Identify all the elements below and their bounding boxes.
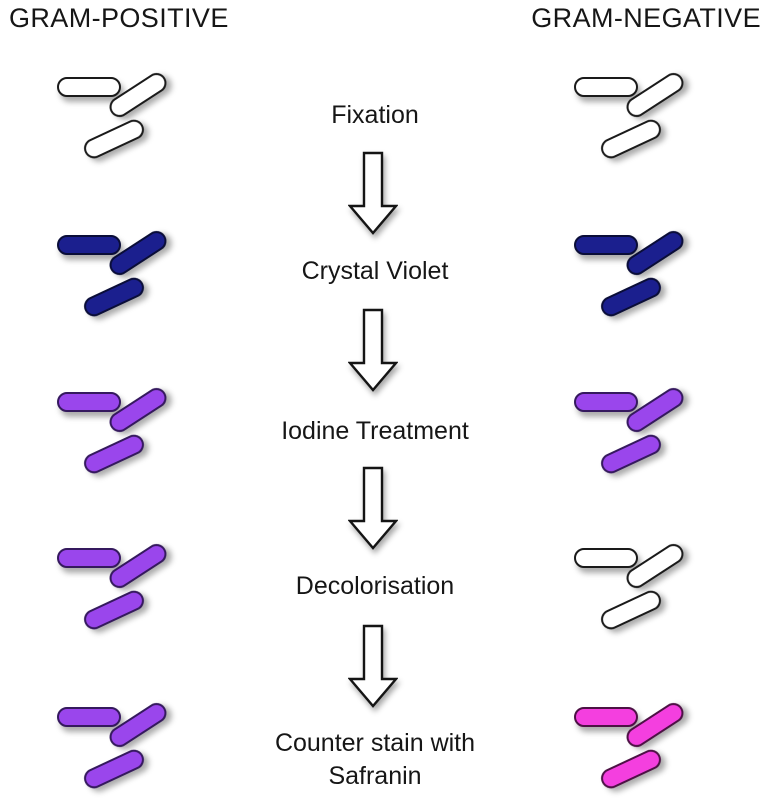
bacterium-rod [597, 431, 665, 477]
bacterium-rod [597, 116, 665, 162]
bacterium-rod [57, 392, 121, 412]
bacterium-rod [80, 116, 148, 162]
bacterium-rod [57, 77, 121, 97]
column-title-gram-positive: GRAM-POSITIVE [9, 3, 229, 33]
bacterium-rod [57, 548, 121, 568]
bacterium-rod [574, 235, 638, 255]
bacterium-rod [597, 274, 665, 320]
step-label-decolorisation: Decolorisation [295, 572, 455, 600]
bacteria-gram-negative-crystal-violet [574, 227, 688, 320]
bacteria-gram-negative-iodine [574, 384, 688, 477]
bacteria-gram-positive-iodine [57, 384, 171, 477]
bacterium-rod [80, 587, 148, 633]
down-arrow-icon [348, 308, 398, 392]
bacterium-rod [57, 707, 121, 727]
bacterium-rod [574, 392, 638, 412]
down-arrow-icon [348, 466, 398, 550]
bacterium-rod [574, 548, 638, 568]
bacteria-gram-negative-decolorisation [574, 540, 688, 633]
bacterium-rod [80, 274, 148, 320]
bacteria-gram-positive-decolorisation [57, 540, 171, 633]
bacteria-gram-negative-fixation [574, 69, 688, 162]
step-label-counter-stain-safranin: Counter stain with Safranin [274, 729, 476, 790]
bacteria-gram-positive-crystal-violet [57, 227, 171, 320]
bacterium-rod [597, 587, 665, 633]
step-label-fixation: Fixation [331, 101, 419, 129]
bacterium-rod [57, 235, 121, 255]
bacterium-rod [597, 746, 665, 792]
column-title-gram-negative: GRAM-NEGATIVE [531, 3, 761, 33]
step-label-crystal-violet: Crystal Violet [301, 257, 449, 285]
down-arrow-icon [348, 151, 398, 235]
bacterium-rod [80, 746, 148, 792]
bacteria-gram-positive-safranin [57, 699, 171, 792]
step-label-iodine-treatment: Iodine Treatment [281, 417, 469, 445]
bacterium-rod [80, 431, 148, 477]
bacterium-rod [574, 77, 638, 97]
bacteria-gram-negative-safranin [574, 699, 688, 792]
down-arrow-icon [348, 624, 398, 708]
bacteria-gram-positive-fixation [57, 69, 171, 162]
bacterium-rod [574, 707, 638, 727]
